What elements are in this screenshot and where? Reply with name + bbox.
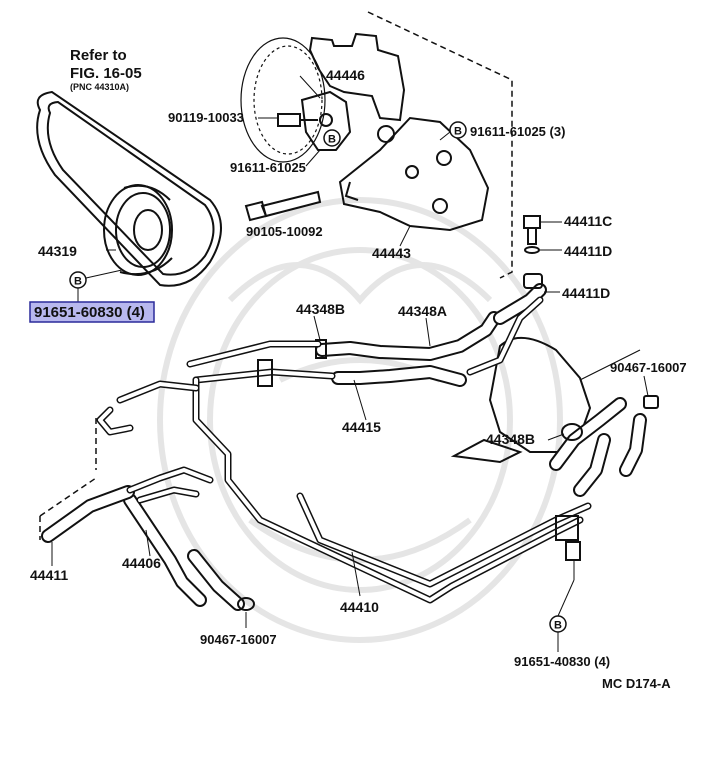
pressure-hose-upper (315, 273, 547, 387)
reservoir-pump-body (450, 336, 641, 464)
pump-outline (240, 37, 326, 163)
label-91611-61025: 91611-61025 (230, 160, 306, 175)
label-44410: 44410 (340, 599, 379, 615)
label-44348B-right: 44348B (486, 431, 535, 447)
label-44443: 44443 (372, 245, 411, 261)
label-90119-10033: 90119-10033 (168, 110, 244, 125)
union-bolt (523, 215, 562, 254)
highlighted-part-number[interactable]: 91651-60830 (4) (29, 301, 155, 323)
label-44411: 44411 (30, 567, 68, 583)
bolt-90119 (258, 113, 318, 127)
svg-text:B: B (328, 134, 336, 146)
label-44411D-a: 44411D (564, 243, 612, 259)
reference-line-2: FIG. 16-05 (70, 65, 142, 82)
assembly-guide-lines (39, 11, 513, 540)
pulley (103, 184, 173, 276)
svg-text:B: B (74, 276, 82, 288)
bolt-90105 (244, 190, 322, 222)
bracket-44446 (300, 90, 352, 151)
label-44446: 44446 (326, 67, 365, 83)
label-44411D-b: 44411D (562, 285, 610, 301)
return-tubes (96, 340, 592, 604)
reference-line-1: Refer to (70, 47, 127, 64)
b-callout-pulley: B (69, 269, 123, 306)
label-91651-40830: 91651-40830 (4) (514, 654, 610, 669)
return-hose-44406 (41, 466, 255, 611)
label-44406: 44406 (122, 555, 161, 571)
label-91651-60830[interactable]: 91651-60830 (4) (34, 304, 145, 321)
bracket-44443 (338, 116, 490, 232)
b-callout-bracket: B (323, 129, 341, 147)
right-hoses (549, 395, 659, 580)
label-90467-16007-bottom: 90467-16007 (200, 632, 277, 647)
leader-lines (51, 75, 649, 628)
label-90105-10092: 90105-10092 (246, 224, 323, 239)
engine-block-top (308, 32, 406, 122)
label-90467-16007-right: 90467-16007 (610, 360, 687, 375)
drive-belt (36, 90, 222, 287)
b-callout-right: B (439, 121, 467, 141)
label-44348A: 44348A (398, 303, 447, 319)
label-44411C: 44411C (564, 213, 612, 229)
svg-text:B: B (454, 126, 462, 138)
b-callouts: B B B B (69, 121, 575, 652)
label-44415: 44415 (342, 419, 381, 435)
part-labels: 44446 90119-10033 91611-61025 91611-6102… (29, 67, 687, 691)
label-44348B-top: 44348B (296, 301, 345, 317)
figure-reference: Refer to FIG. 16-05 (PNC 44310A) (70, 47, 142, 92)
b-callout-bottom: B (549, 579, 575, 652)
reference-line-3: (PNC 44310A) (70, 82, 129, 92)
label-44319: 44319 (38, 243, 77, 259)
svg-text:B: B (554, 620, 562, 632)
diagram-code: MC D174-A (602, 676, 671, 691)
label-91611-61025-3: 91611-61025 (3) (470, 124, 565, 139)
